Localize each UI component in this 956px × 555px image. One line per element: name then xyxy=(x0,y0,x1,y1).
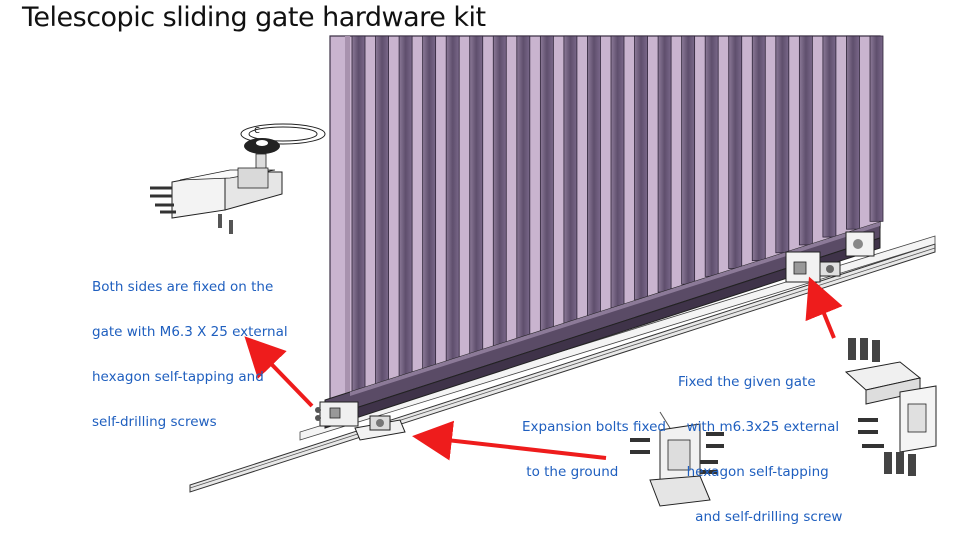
gate-slat xyxy=(610,35,625,309)
gate-slat xyxy=(469,35,484,356)
gate-slat xyxy=(704,35,719,277)
gate-slat xyxy=(846,35,860,230)
svg-text:c: c xyxy=(254,123,260,136)
right-trolley-bracket xyxy=(785,231,875,283)
gate-slat xyxy=(634,35,648,301)
arrow-middle-callout xyxy=(412,420,607,461)
annotation-right-line: and self-drilling screw xyxy=(678,509,843,525)
gate-slat xyxy=(681,35,696,285)
gate-slat xyxy=(422,35,437,372)
annotation-middle-line: to the ground xyxy=(522,464,619,480)
gate-illustration: c xyxy=(150,35,937,507)
annotation-left-line: hexagon self-tapping and xyxy=(92,369,264,385)
annotation-middle: Expansion bolts fixed to the ground xyxy=(522,390,666,510)
diagram-canvas: Telescopic sliding gate hardware kit xyxy=(22,2,937,525)
gate-bottom-rail xyxy=(324,221,881,429)
gate-slat xyxy=(587,35,601,317)
ground-roller-bracket xyxy=(354,415,406,441)
gate-slat xyxy=(822,35,837,238)
arrow-left-callout xyxy=(244,336,314,408)
gate-slat xyxy=(351,35,366,395)
left-bottom-bracket xyxy=(315,401,359,427)
gate-slats xyxy=(351,35,884,395)
gate-slat xyxy=(445,35,460,364)
arrow-right-callout xyxy=(805,276,843,339)
annotation-left-line: self-drilling screws xyxy=(92,414,217,430)
annotation-left-line: gate with M6.3 X 25 external xyxy=(92,324,288,340)
gate-slat xyxy=(563,35,578,324)
diagram-title: Telescopic sliding gate hardware kit xyxy=(22,2,486,33)
gate-slat xyxy=(492,35,507,348)
annotation-right: Fixed the given gate with m6.3x25 extern… xyxy=(678,345,842,555)
annotation-middle-line: Expansion bolts fixed xyxy=(522,419,666,435)
gate-slat xyxy=(775,35,790,254)
callout-arrows xyxy=(244,276,843,461)
gate-slat xyxy=(398,35,413,380)
annotation-right-line: Fixed the given gate xyxy=(678,374,816,390)
trolley-assembly-exploded: c xyxy=(150,123,326,234)
gate-slat xyxy=(516,35,531,340)
gate-slat xyxy=(798,35,813,246)
ground-bracket-kit xyxy=(630,411,724,507)
side-bracket-kit xyxy=(844,338,937,476)
gate-slat xyxy=(728,35,743,269)
gate-slat xyxy=(751,35,766,262)
gate-slat xyxy=(657,35,672,293)
annotation-right-line: with m6.3x25 external xyxy=(678,419,840,435)
gate-slat xyxy=(375,35,389,387)
annotation-left: Both sides are fixed on the gate with M6… xyxy=(92,250,288,460)
annotation-left-line: Both sides are fixed on the xyxy=(92,279,274,295)
gate-slat xyxy=(869,35,884,222)
gate-slat xyxy=(539,35,554,332)
annotation-right-line: hexagon self-tapping xyxy=(678,464,829,480)
